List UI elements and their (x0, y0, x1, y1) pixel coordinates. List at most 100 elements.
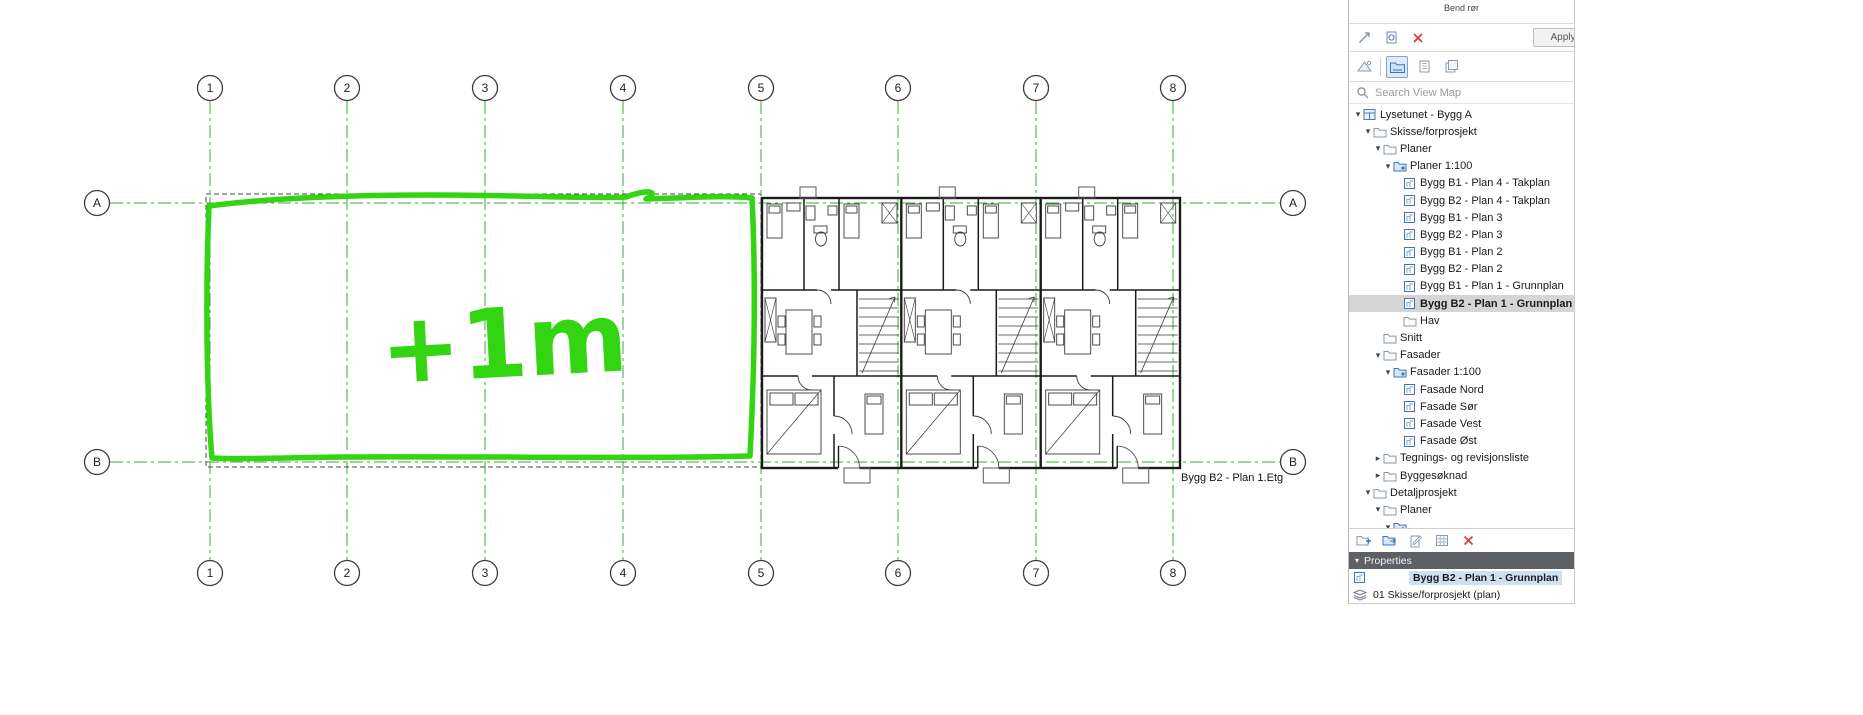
tree-item-planer[interactable]: ▾ Planer (1349, 501, 1574, 518)
pick-up-view-settings-icon[interactable] (1383, 30, 1399, 46)
chevron-right-icon[interactable]: ▸ (1375, 470, 1381, 481)
search-bar (1349, 82, 1574, 104)
tree-item-tegnings-og-revisjonsliste[interactable]: ▸Tegnings- og revisjonsliste (1349, 450, 1574, 467)
grid-column-label: 3 (482, 566, 489, 580)
grid-column-circle (196, 74, 224, 102)
grid-column-circle (747, 74, 775, 102)
tree-actions-toolbar (1349, 528, 1574, 552)
floor-plan (760, 186, 1182, 484)
tree-item-planer[interactable]: ▾Planer (1349, 140, 1574, 157)
tree-item-label: Hav (1420, 314, 1440, 327)
tree-item-label: Skisse/forprosjekt (1390, 125, 1477, 138)
grid-column-label: 1 (207, 566, 214, 580)
tree-item-fasade-s-r[interactable]: Fasade Sør (1349, 398, 1574, 415)
search-icon (1354, 85, 1370, 101)
project-map-icon[interactable] (1353, 56, 1375, 78)
view-icon (1403, 383, 1419, 396)
chevron-down-icon[interactable]: ▾ (1365, 487, 1371, 498)
tree-item-label: Fasade Vest (1420, 417, 1482, 430)
view-settings-icon[interactable] (1434, 533, 1450, 549)
clone-icon (1393, 366, 1409, 378)
chevron-down-icon[interactable]: ▾ (1375, 504, 1381, 515)
tree-item-fasade-nord[interactable]: Fasade Nord (1349, 381, 1574, 398)
view-icon (1403, 263, 1419, 276)
tree-item-bygg-b2-plan-1-grunnplan[interactable]: Bygg B2 - Plan 1 - Grunnplan (1349, 295, 1574, 313)
grid-column-circle (1022, 74, 1050, 102)
grid-column-label: 7 (1033, 566, 1040, 580)
structural-grid-lines (110, 101, 1280, 560)
view-icon (1403, 435, 1419, 448)
tree-item-hav[interactable]: Hav (1349, 312, 1574, 329)
chevron-down-icon[interactable]: ▾ (1385, 366, 1391, 377)
grid-column-label: 2 (344, 81, 351, 95)
tree-item-partial[interactable]: ▾ (1349, 519, 1574, 528)
grid-column-label: 8 (1170, 81, 1177, 95)
properties-header[interactable]: ▾ Properties (1349, 552, 1574, 569)
grid-row-label: A (1289, 196, 1297, 210)
tree-item-bygg-b2-plan-4-takplan[interactable]: Bygg B2 - Plan 4 - Takplan (1349, 192, 1574, 209)
chevron-down-icon[interactable]: ▾ (1385, 521, 1391, 528)
grid-row-circle (1279, 448, 1307, 476)
grid-column-label: 4 (620, 81, 627, 95)
tree-item-label: Bygg B2 - Plan 3 (1420, 228, 1503, 241)
markup-annotation[interactable]: +1m (204, 189, 758, 462)
view-icon (1403, 400, 1419, 413)
property-layer-row: 01 Skisse/forprosjekt (plan) (1349, 586, 1574, 603)
tree-item-bygg-b1-plan-1-grunnplan[interactable]: Bygg B1 - Plan 1 - Grunnplan (1349, 278, 1574, 295)
search-input[interactable] (1375, 86, 1569, 99)
grid-column-circle (471, 559, 499, 587)
chevron-down-icon[interactable]: ▾ (1375, 349, 1381, 360)
new-folder-icon[interactable] (1356, 533, 1372, 549)
tree-item-bygg-b1-plan-2[interactable]: Bygg B1 - Plan 2 (1349, 244, 1574, 261)
publisher-icon[interactable] (1440, 56, 1462, 78)
clone-folder-icon[interactable] (1382, 533, 1398, 549)
grid-column-label: 3 (482, 81, 489, 95)
clone-icon (1393, 521, 1409, 528)
grid-column-label: 5 (758, 81, 765, 95)
collapse-triangle-icon: ▾ (1355, 555, 1360, 565)
cancel-icon[interactable] (1410, 30, 1426, 46)
chevron-right-icon[interactable]: ▸ (1375, 452, 1381, 463)
grid-column-circle (747, 559, 775, 587)
tree-item-label: Bygg B1 - Plan 3 (1420, 211, 1503, 224)
view-map-icon[interactable] (1386, 55, 1408, 78)
tree-item-planer-1-100[interactable]: ▾ Planer 1:100 (1349, 158, 1574, 175)
view-icon (1403, 194, 1419, 207)
tree-item-detaljprosjekt[interactable]: ▾Detaljprosjekt (1349, 484, 1574, 501)
tree-item-bygg-b1-plan-3[interactable]: Bygg B1 - Plan 3 (1349, 209, 1574, 226)
property-view-name-row: Bygg B2 - Plan 1 - Grunnplan (1349, 569, 1574, 586)
apply-button[interactable]: Apply (1533, 28, 1574, 47)
tree-item-label: Bygg B2 - Plan 2 (1420, 263, 1503, 276)
tree-item-snitt[interactable]: Snitt (1349, 329, 1574, 346)
tree-item-skisse-forprosjekt[interactable]: ▾ Skisse/forprosjekt (1349, 123, 1574, 140)
tree-item-bygg-b2-plan-2[interactable]: Bygg B2 - Plan 2 (1349, 261, 1574, 278)
chevron-down-icon[interactable]: ▾ (1365, 126, 1371, 137)
tree-item-fasader[interactable]: ▾Fasader (1349, 347, 1574, 364)
plan-title-label: Bygg B2 - Plan 1.Etg (1181, 472, 1283, 484)
save-view-icon[interactable] (1408, 533, 1424, 549)
grid-column-circle (884, 74, 912, 102)
delete-icon[interactable] (1460, 533, 1476, 549)
tree-item-label: Planer (1400, 503, 1432, 516)
tree-item-bygg-b2-plan-3[interactable]: Bygg B2 - Plan 3 (1349, 226, 1574, 243)
tree-item-bygges-knad[interactable]: ▸Byggesøknad (1349, 467, 1574, 484)
chevron-down-icon[interactable]: ▾ (1385, 160, 1391, 171)
tree-item-label: Planer 1:100 (1410, 160, 1473, 173)
tree-item-fasade-vest[interactable]: Fasade Vest (1349, 415, 1574, 432)
tree-item-label: Fasade Øst (1420, 435, 1477, 448)
tree-item-fasade-st[interactable]: Fasade Øst (1349, 433, 1574, 450)
layout-book-icon[interactable] (1413, 56, 1435, 78)
tree-item-fasader-1-100[interactable]: ▾Fasader 1:100 (1349, 364, 1574, 381)
tree-item-bygg-b1-plan-4-takplan[interactable]: Bygg B1 - Plan 4 - Takplan (1349, 175, 1574, 192)
folder-icon (1373, 487, 1389, 499)
property-view-name[interactable]: Bygg B2 - Plan 1 - Grunnplan (1409, 570, 1563, 585)
chevron-down-icon[interactable]: ▾ (1355, 109, 1361, 120)
grid-column-label: 4 (620, 566, 627, 580)
chevron-down-icon[interactable]: ▾ (1375, 143, 1381, 154)
tree-item-lysetunet-bygg-a[interactable]: ▾Lysetunet - Bygg A (1349, 106, 1574, 123)
grid-column-label: 8 (1170, 566, 1177, 580)
jump-to-view-icon[interactable] (1356, 30, 1372, 46)
view-icon (1403, 280, 1419, 293)
